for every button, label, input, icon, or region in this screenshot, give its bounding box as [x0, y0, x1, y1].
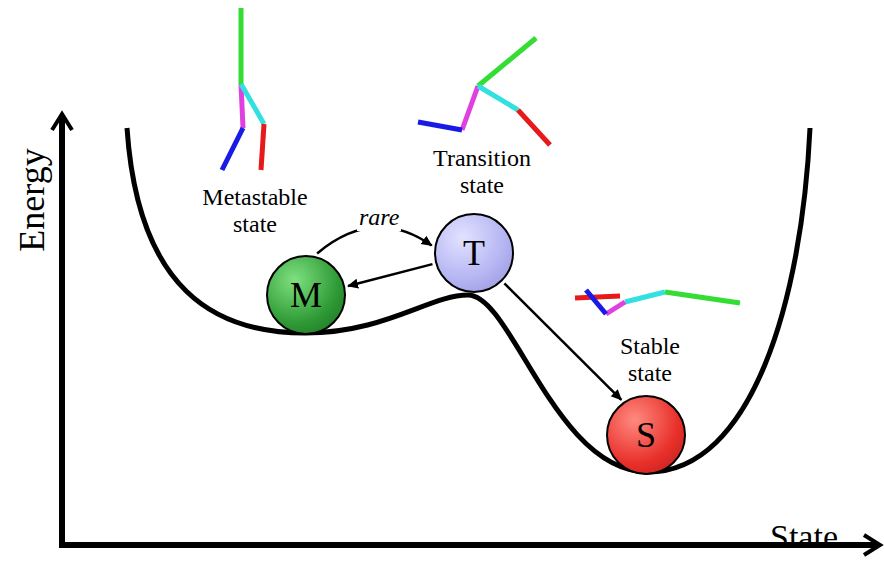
node-letter: T	[463, 235, 485, 271]
transition-node: Transition stateT	[434, 213, 514, 293]
state-caption: Stable state	[620, 333, 680, 386]
axis-arrowhead	[52, 114, 72, 130]
transition-arrow	[348, 264, 432, 286]
molecule-transition	[418, 38, 550, 145]
axis-arrowhead	[864, 535, 880, 555]
state-caption: Transition state	[433, 145, 531, 198]
axis-title: State	[770, 518, 838, 556]
node-letter: M	[290, 277, 322, 313]
state-caption: Metastable state	[202, 184, 307, 237]
node-letter: S	[636, 417, 656, 453]
transition-arrow	[317, 227, 432, 253]
energy-curve	[127, 128, 810, 472]
metastable-node: Metastable stateM	[266, 255, 346, 335]
state-axis	[59, 542, 878, 548]
molecule-stable	[575, 290, 740, 314]
edge-label: rare	[357, 204, 401, 231]
molecule-metastable	[222, 8, 264, 170]
transition-arrow	[504, 283, 621, 399]
axis-title: Energy	[11, 148, 53, 251]
stable-node: Stable stateS	[606, 395, 686, 475]
energy-axis	[59, 116, 65, 548]
